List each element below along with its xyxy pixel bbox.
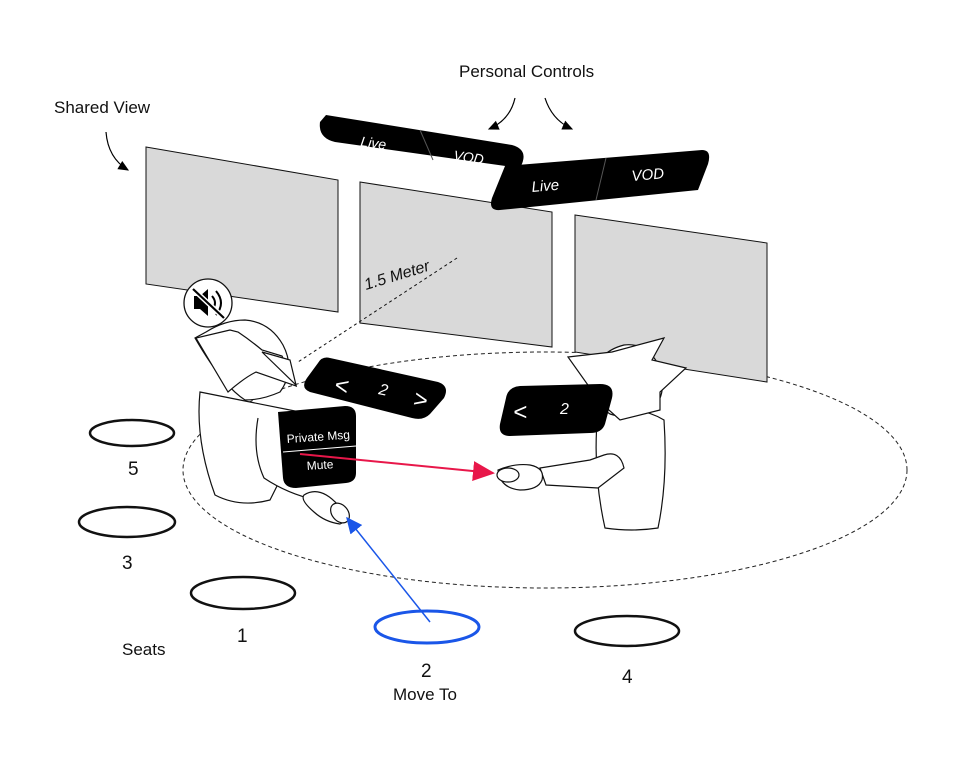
- personal-controls-label: Personal Controls: [459, 62, 594, 81]
- shared-screen-center: [359, 181, 553, 348]
- avatar-right[interactable]: [496, 337, 688, 531]
- seat-3-number: 3: [122, 553, 133, 574]
- private-msg-option[interactable]: Private Msg: [286, 428, 350, 446]
- seat-selector-value: 2: [376, 381, 389, 400]
- live-button-1[interactable]: Live: [360, 133, 388, 152]
- seat-selector-left[interactable]: < 2 >: [304, 357, 446, 419]
- distance-line: [297, 257, 458, 363]
- live-button-2[interactable]: Live: [531, 177, 560, 196]
- personal-control-bar-1[interactable]: Live VOD: [319, 115, 524, 168]
- seats-label: Seats: [122, 640, 165, 659]
- seat-1[interactable]: 1: [189, 575, 297, 647]
- seat-5-number: 5: [128, 459, 139, 480]
- avatar-selector-value: 2: [559, 401, 569, 418]
- shared-view-arrow: [105, 131, 130, 171]
- personal-control-bar-2[interactable]: Live VOD: [491, 150, 710, 211]
- seat-2-number: 2: [421, 661, 432, 682]
- seat-5[interactable]: 5: [88, 418, 176, 480]
- avatar-selector-right[interactable]: < 2: [499, 384, 613, 436]
- seat-1-number: 1: [237, 626, 248, 647]
- shared-view-label: Shared View: [54, 98, 151, 117]
- personal-controls-arrow-left: [487, 97, 516, 130]
- floor-area-outline: [182, 351, 908, 589]
- vod-button-2[interactable]: VOD: [631, 165, 665, 185]
- shared-screen-left: [145, 146, 339, 313]
- move-to-label: Move To: [393, 685, 457, 704]
- avatar-context-menu[interactable]: Private Msg Mute: [278, 406, 357, 488]
- speaker-muted-icon[interactable]: [183, 278, 233, 328]
- seat-4[interactable]: 4: [573, 614, 681, 688]
- seat-selector-prev-arrow[interactable]: <: [332, 371, 351, 400]
- mute-option[interactable]: Mute: [306, 457, 334, 473]
- shared-screen-right: [574, 214, 768, 383]
- seat-4-number: 4: [622, 667, 633, 688]
- seat-selector-next-arrow[interactable]: >: [411, 385, 430, 414]
- personal-controls-arrow-right: [544, 97, 574, 130]
- avatar-selector-prev-arrow[interactable]: <: [513, 399, 527, 426]
- private-message-arrow: [299, 453, 495, 481]
- seat-2[interactable]: 2: [373, 609, 481, 682]
- seat-3[interactable]: 3: [77, 505, 177, 574]
- move-to-arrow: [346, 516, 431, 623]
- vod-button-1[interactable]: VOD: [453, 147, 485, 167]
